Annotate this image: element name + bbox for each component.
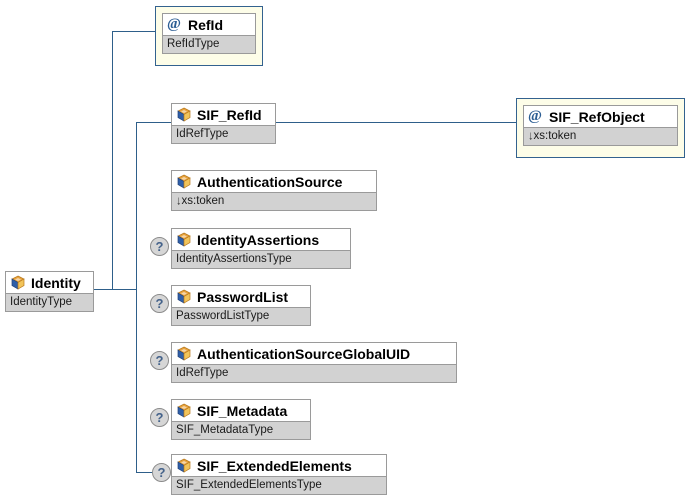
node-authentication-source-label: AuthenticationSource	[197, 173, 343, 190]
element-icon	[176, 232, 192, 247]
node-identity-assertions-label: IdentityAssertions	[197, 231, 320, 248]
node-sif-refid-name-row: SIF_RefId	[172, 104, 275, 126]
node-authentication-source-type: xs:token	[181, 195, 225, 207]
node-authentication-source-global-uid-type: IdRefType	[176, 367, 229, 379]
node-authentication-source-global-uid-label: AuthenticationSourceGlobalUID	[197, 345, 411, 362]
node-password-list-label: PasswordList	[197, 288, 289, 305]
optional-marker-authentication-source-global-uid: ?	[150, 351, 169, 370]
optional-marker-sif-metadata: ?	[150, 408, 169, 427]
connector-attribute-riser	[112, 31, 113, 289]
node-sif-refobject-name-row: @ SIF_RefObject	[524, 106, 677, 128]
node-sif-metadata-type-row: SIF_MetadataType	[172, 422, 310, 439]
node-authentication-source[interactable]: AuthenticationSource ↓ xs:token	[171, 170, 377, 211]
node-authentication-source-name-row: AuthenticationSource	[172, 171, 376, 193]
node-sif-refobject[interactable]: @ SIF_RefObject ↓ xs:token	[523, 105, 678, 146]
element-icon	[176, 346, 192, 361]
node-sif-metadata-label: SIF_Metadata	[197, 402, 288, 419]
node-sif-metadata-name-row: SIF_Metadata	[172, 400, 310, 422]
attribute-icon: @	[528, 108, 542, 124]
node-identity-label: Identity	[31, 274, 81, 291]
connector-sifrefid-stub	[136, 122, 171, 123]
type-arrow-icon: ↓	[528, 128, 534, 143]
node-refid-type: RefIdType	[167, 38, 220, 50]
type-arrow-icon: ↓	[176, 193, 182, 208]
node-password-list-name-row: PasswordList	[172, 286, 310, 308]
node-sif-refid-type: IdRefType	[176, 128, 229, 140]
node-identity-assertions[interactable]: IdentityAssertions IdentityAssertionsTyp…	[171, 228, 351, 269]
node-sif-metadata-type: SIF_MetadataType	[176, 424, 274, 436]
node-sif-extended-elements[interactable]: SIF_ExtendedElements SIF_ExtendedElement…	[171, 454, 387, 495]
node-sif-metadata[interactable]: SIF_Metadata SIF_MetadataType	[171, 399, 311, 440]
node-sif-refobject-label: SIF_RefObject	[549, 108, 645, 125]
connector-sifextendedelements-stub	[136, 472, 154, 473]
node-sif-refid-label: SIF_RefId	[197, 106, 262, 123]
node-refid-label: RefId	[188, 16, 223, 33]
connector-identity-trunk	[93, 289, 137, 290]
node-sif-refobject-frame: @ SIF_RefObject ↓ xs:token	[516, 98, 685, 158]
node-sif-refid-type-row: IdRefType	[172, 126, 275, 143]
optional-marker-sif-extended-elements: ?	[152, 463, 171, 482]
node-sif-extended-elements-name-row: SIF_ExtendedElements	[172, 455, 386, 477]
node-refid[interactable]: @ RefId RefIdType	[162, 13, 256, 54]
element-icon	[176, 289, 192, 304]
node-identity-assertions-type-row: IdentityAssertionsType	[172, 251, 350, 268]
node-sif-refid[interactable]: SIF_RefId IdRefType	[171, 103, 276, 144]
node-password-list[interactable]: PasswordList PasswordListType	[171, 285, 311, 326]
connector-sifrefid-to-sifrefobject	[276, 122, 516, 123]
node-password-list-type: PasswordListType	[176, 310, 270, 322]
element-icon	[176, 458, 192, 473]
attribute-icon: @	[167, 16, 181, 32]
node-authentication-source-global-uid-name-row: AuthenticationSourceGlobalUID	[172, 343, 456, 365]
node-refid-frame: @ RefId RefIdType	[155, 6, 263, 66]
connector-refid-stub	[112, 31, 155, 32]
node-sif-refobject-type-row: ↓ xs:token	[524, 128, 677, 145]
node-sif-refobject-type: xs:token	[533, 130, 577, 142]
node-sif-extended-elements-type-row: SIF_ExtendedElementsType	[172, 477, 386, 494]
optional-marker-identity-assertions: ?	[150, 237, 169, 256]
node-identity-assertions-type: IdentityAssertionsType	[176, 253, 292, 265]
node-identity-name-row: Identity	[6, 272, 93, 294]
node-refid-name-row: @ RefId	[163, 14, 255, 36]
node-refid-type-row: RefIdType	[163, 36, 255, 53]
node-sif-extended-elements-label: SIF_ExtendedElements	[197, 457, 352, 474]
node-identity-type: IdentityType	[10, 296, 73, 308]
node-identity-type-row: IdentityType	[6, 294, 93, 311]
element-icon	[176, 107, 192, 122]
optional-marker-password-list: ?	[150, 294, 169, 313]
node-identity-assertions-name-row: IdentityAssertions	[172, 229, 350, 251]
element-icon	[176, 403, 192, 418]
connector-element-riser	[136, 122, 137, 472]
node-password-list-type-row: PasswordListType	[172, 308, 310, 325]
element-icon	[10, 275, 26, 290]
node-authentication-source-global-uid-type-row: IdRefType	[172, 365, 456, 382]
node-authentication-source-global-uid[interactable]: AuthenticationSourceGlobalUID IdRefType	[171, 342, 457, 383]
node-sif-extended-elements-type: SIF_ExtendedElementsType	[176, 479, 322, 491]
element-icon	[176, 174, 192, 189]
node-authentication-source-type-row: ↓ xs:token	[172, 193, 376, 210]
node-identity[interactable]: Identity IdentityType	[5, 271, 94, 312]
